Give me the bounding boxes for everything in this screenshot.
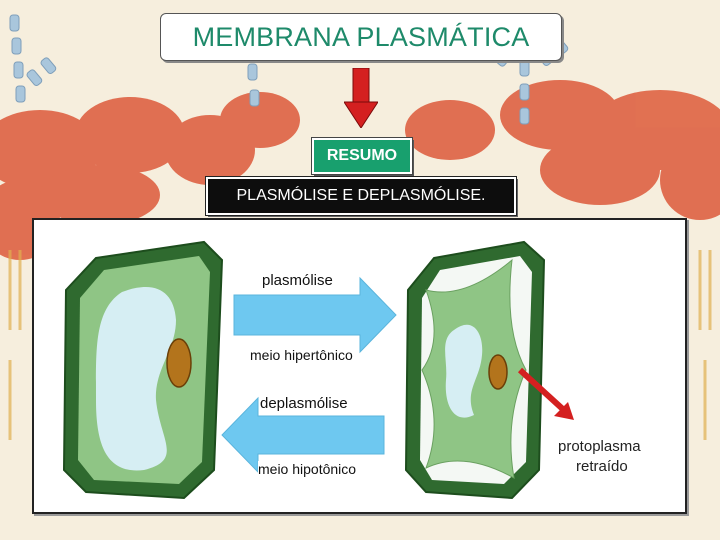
plasmolysed-vacuole: [445, 324, 483, 418]
deplasmolise-label: deplasmólise: [260, 395, 348, 412]
phospholipid-layer: [0, 80, 720, 260]
retraido-label: retraído: [576, 458, 628, 475]
plasmolysis-arrow-icon: [233, 276, 397, 354]
page-title: MEMBRANA PLASMÁTICA: [160, 13, 562, 61]
section-subtitle: PLASMÓLISE E DEPLASMÓLISE.: [205, 176, 517, 216]
plasmolysed-cell: [404, 240, 546, 500]
turgid-nucleus: [166, 338, 192, 388]
plasmolysis-diagram: [62, 240, 574, 500]
lipid-tails: [8, 250, 712, 440]
plasmolise-label: plasmólise: [262, 272, 333, 289]
deplasmolysis-arrow-icon: [221, 396, 385, 474]
protoplasm-pointer-icon: [554, 402, 574, 420]
turgid-cell: [62, 240, 224, 500]
plasmolysis-diagram-panel: plasmólise meio hipertônico deplasmólise…: [32, 218, 687, 514]
protoplasm-pointer-shaft: [517, 367, 569, 415]
plasmolysed-nucleus: [488, 354, 508, 390]
protoplasma-label: protoplasma: [558, 438, 641, 455]
meio-hipotonico-label: meio hipotônico: [258, 461, 357, 477]
resumo-label: RESUMO: [311, 137, 413, 175]
down-arrow-icon: [344, 68, 378, 128]
turgid-vacuole: [95, 287, 176, 471]
meio-hipertonico-label: meio hipertônico: [250, 347, 353, 363]
